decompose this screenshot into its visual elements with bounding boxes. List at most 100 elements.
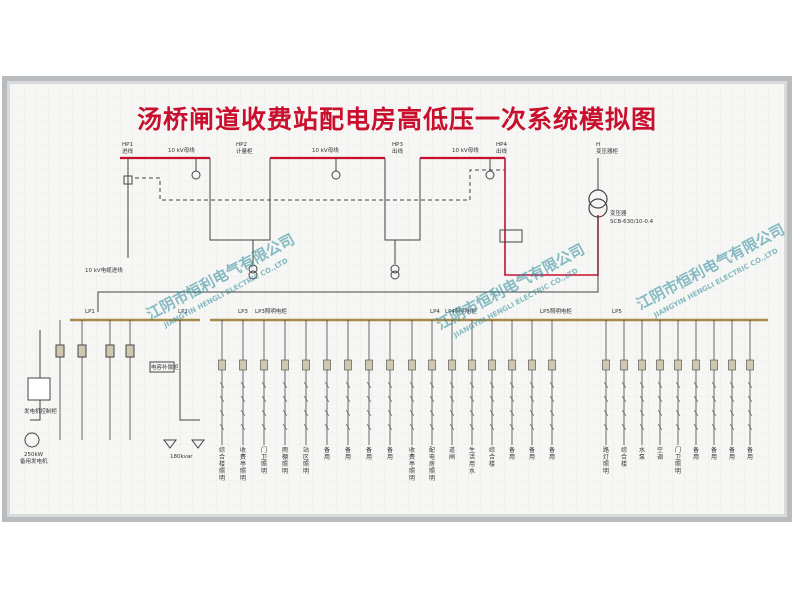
feeder-c-label: 备用 bbox=[729, 446, 735, 461]
feeder-c-label: 综合楼 bbox=[621, 446, 627, 468]
feeder-a-breaker bbox=[239, 359, 247, 371]
feeder-c-label: 备用 bbox=[747, 446, 753, 461]
feeder-a-tick bbox=[366, 409, 372, 417]
feeder-b-label-char: 明 bbox=[429, 475, 435, 482]
hv-panel-label: HP1 bbox=[122, 142, 133, 148]
feeder-c-tick bbox=[621, 395, 627, 403]
feeder-c-breaker bbox=[692, 359, 700, 371]
feeder-a-label-char: 备 bbox=[387, 446, 393, 454]
hv-panel-label: HP4 bbox=[496, 142, 507, 148]
feeder-b-breaker bbox=[528, 359, 536, 371]
feeder-a-label-char: 明 bbox=[282, 468, 288, 475]
feeder-a-label-char: 照 bbox=[303, 461, 309, 468]
feeder-c-tick bbox=[729, 423, 735, 431]
feeder-b-label-char: 楼 bbox=[489, 460, 495, 468]
feeder-c-tick bbox=[729, 409, 735, 417]
feeder-b-label-char: 明 bbox=[409, 475, 415, 482]
hv-panel-name: 计量柜 bbox=[236, 147, 253, 155]
feeder-b-tick bbox=[409, 409, 415, 417]
feeder-b-label-char: 用 bbox=[509, 454, 515, 461]
feeder-a-label-char: 卫 bbox=[261, 454, 267, 461]
feeder-a-breaker bbox=[323, 359, 331, 371]
transformer-coil bbox=[390, 270, 400, 280]
hv-panel-label: H bbox=[596, 142, 600, 148]
feeder-b-tick bbox=[429, 395, 435, 403]
lp1-breaker bbox=[77, 344, 87, 358]
gen-panel-label: 发电机控制柜 bbox=[24, 407, 58, 415]
feeder-c-label-char: 路 bbox=[603, 446, 609, 454]
feeder-b-tick bbox=[449, 395, 455, 403]
feeder-b-label-char: 活 bbox=[469, 453, 475, 461]
cap-label: 电容补偿柜 bbox=[151, 363, 179, 371]
gen-line bbox=[30, 330, 41, 421]
feeder-a-label-char: 合 bbox=[219, 453, 225, 461]
feeder-a-breaker bbox=[344, 359, 352, 371]
feeder-b-breaker bbox=[548, 359, 556, 371]
feeder-a-breaker bbox=[218, 359, 226, 371]
lv-panel-label: LP1 bbox=[85, 309, 95, 315]
feeder-c-tick bbox=[675, 423, 681, 431]
board-grid bbox=[10, 84, 784, 514]
feeder-a-tick bbox=[261, 381, 267, 389]
feeder-a-tick bbox=[345, 381, 351, 389]
control-dashed-line bbox=[135, 169, 505, 201]
hv-panel-name: 出线 bbox=[496, 147, 508, 155]
feeder-b-tick bbox=[409, 423, 415, 431]
feeder-b-tick bbox=[449, 423, 455, 431]
feeder-b-label-char: 水 bbox=[469, 467, 475, 475]
feeder-b-label: 综合楼 bbox=[489, 446, 495, 468]
feeder-b-tick bbox=[449, 409, 455, 417]
feeder-a-tick bbox=[219, 395, 225, 403]
hv-panel-name: 进线 bbox=[122, 147, 134, 155]
feeder-b-tick bbox=[429, 381, 435, 389]
feeder-b-label: 备用 bbox=[549, 446, 555, 461]
feeder-b-tick bbox=[549, 395, 555, 403]
feeder-b-label-char: 照 bbox=[429, 468, 435, 475]
feeder-c-tick bbox=[621, 409, 627, 417]
feeder-a-tick bbox=[240, 395, 246, 403]
feeder-b-label-char: 费 bbox=[409, 453, 415, 461]
feeder-b-label-char: 电 bbox=[429, 453, 435, 461]
feeder-a-label: 备用 bbox=[345, 446, 351, 461]
feeder-b-tick bbox=[409, 381, 415, 389]
lv-panel-label: LP4 bbox=[430, 309, 440, 315]
cap-label-box bbox=[149, 361, 175, 373]
feeder-a-tick bbox=[387, 395, 393, 403]
transformer-coil bbox=[248, 270, 258, 280]
feeder-c-breaker bbox=[620, 359, 628, 371]
feeder-b-label-char: 闸 bbox=[449, 453, 455, 461]
hv-panel-name: 出线 bbox=[392, 147, 404, 155]
feeder-b-tick bbox=[509, 423, 515, 431]
feeder-b-tick bbox=[469, 395, 475, 403]
feeder-b-tick bbox=[549, 381, 555, 389]
hv-bus-label: 10 kV母线 bbox=[312, 146, 339, 154]
feeder-a-label-char: 明 bbox=[240, 475, 246, 482]
feeder-a-label-char: 费 bbox=[240, 453, 246, 461]
feeder-c-tick bbox=[693, 395, 699, 403]
feeder-c-tick bbox=[621, 423, 627, 431]
transformer-name: 变压器 bbox=[610, 209, 627, 217]
feeder-a-tick bbox=[345, 423, 351, 431]
feeder-b-breaker bbox=[508, 359, 516, 371]
feeder-c-tick bbox=[693, 409, 699, 417]
feeder-a-label-char: 用 bbox=[345, 454, 351, 461]
feeder-c-tick bbox=[747, 381, 753, 389]
feeder-b-label: 道闸 bbox=[449, 446, 455, 461]
feeder-c-label-char: 综 bbox=[621, 446, 627, 454]
feeder-b-tick bbox=[529, 381, 535, 389]
feeder-b-tick bbox=[469, 381, 475, 389]
feeder-a-tick bbox=[240, 381, 246, 389]
feeder-a-label-char: 雨 bbox=[282, 447, 288, 454]
feeder-c-label-char: 备 bbox=[729, 446, 735, 454]
incoming-label: 10 kV电缆进线 bbox=[85, 266, 123, 274]
feeder-c-tick bbox=[603, 381, 609, 389]
feeder-a-tick bbox=[366, 381, 372, 389]
lp1-breaker bbox=[125, 344, 135, 358]
feeder-b-breaker bbox=[408, 359, 416, 371]
feeder-a-label-char: 门 bbox=[261, 446, 267, 454]
